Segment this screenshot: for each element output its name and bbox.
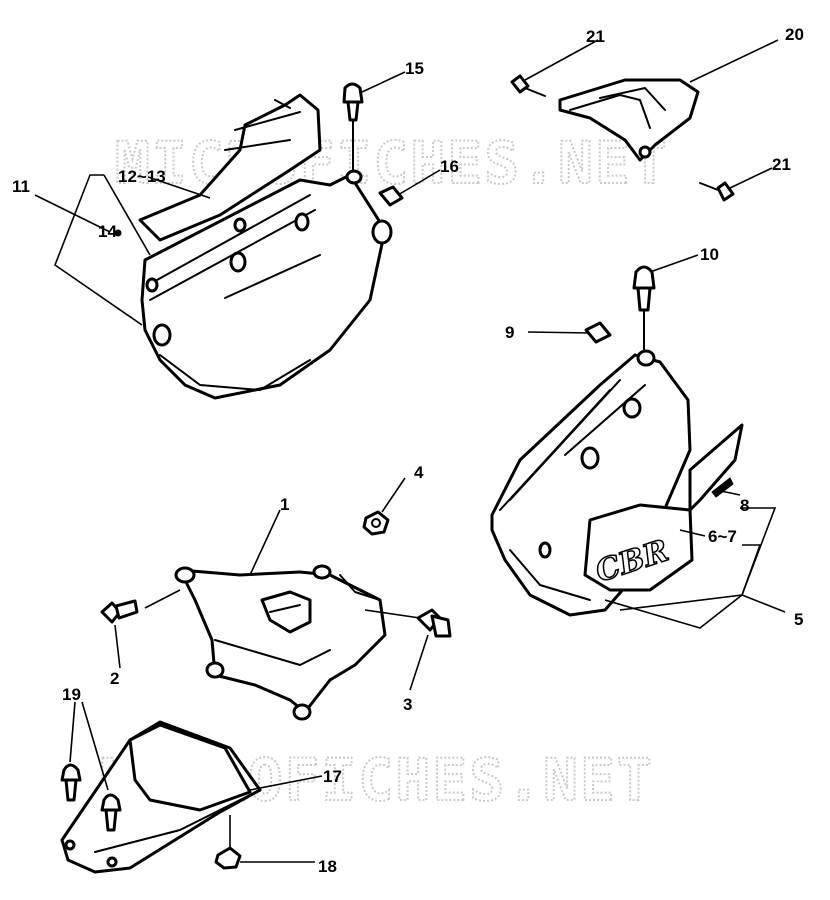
callout-17: 17 xyxy=(323,767,342,786)
callout-19: 19 xyxy=(62,685,81,704)
callout-labels: 1 2 3 4 5 6~7 8 9 10 11 12~13 14 15 16 1… xyxy=(12,25,804,876)
callout-20: 20 xyxy=(785,25,804,44)
lower-cowl xyxy=(60,720,262,874)
callout-4: 4 xyxy=(414,463,424,482)
leader-lines xyxy=(34,39,786,863)
callout-5: 5 xyxy=(794,610,803,629)
callout-2: 2 xyxy=(110,669,119,688)
callout-6-7: 6~7 xyxy=(708,527,737,546)
callout-9: 9 xyxy=(505,323,514,342)
callout-18: 18 xyxy=(318,857,337,876)
callout-16: 16 xyxy=(440,157,459,176)
callout-14: 14 xyxy=(98,222,117,241)
left-side-cover xyxy=(114,82,404,400)
callout-12-13: 12~13 xyxy=(118,167,166,186)
callout-10: 10 xyxy=(700,245,719,264)
callout-15: 15 xyxy=(405,59,424,78)
center-cowl xyxy=(100,510,452,721)
right-side-cover: CBR xyxy=(490,265,744,617)
grab-rail xyxy=(510,74,735,202)
callout-8: 8 xyxy=(740,496,749,515)
callout-21-right: 21 xyxy=(772,155,791,174)
callout-3: 3 xyxy=(403,695,412,714)
callout-21-top: 21 xyxy=(586,27,605,46)
callout-11: 11 xyxy=(12,177,30,196)
callout-1: 1 xyxy=(280,495,289,514)
